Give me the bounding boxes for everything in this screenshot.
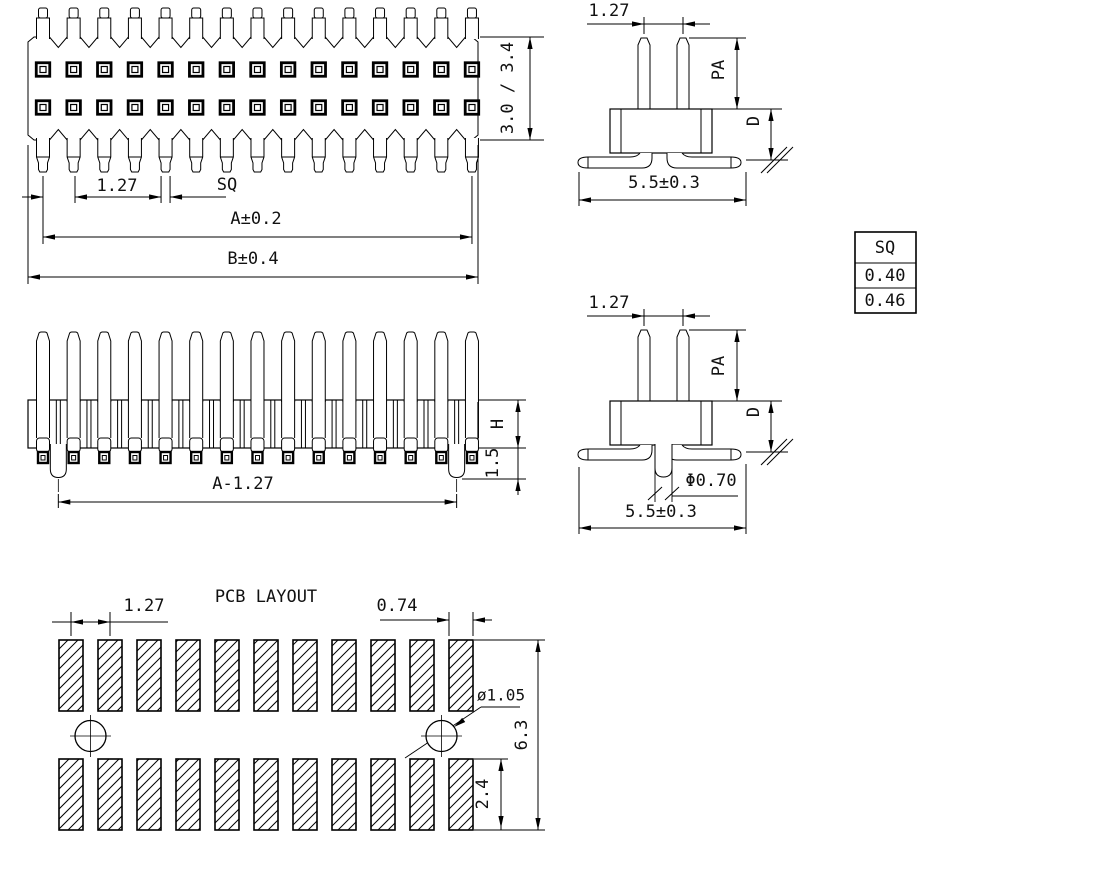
dim-peg-diameter: Φ0.70	[685, 471, 736, 491]
sq-table	[854, 231, 917, 314]
dim-h-label: H	[488, 419, 508, 429]
sq-table-value-2: 0.46	[865, 291, 906, 311]
dim-pcb-pad-width: 0.74	[377, 596, 418, 616]
dim-a-minus-pitch: A-1.27	[212, 474, 273, 494]
dim-span-upper: 5.5±0.3	[628, 173, 700, 193]
dim-pitch-side-upper: 1.27	[589, 1, 630, 21]
dim-d-upper: D	[744, 116, 764, 126]
dim-d-lower: D	[744, 407, 764, 417]
dim-sq-label: SQ	[217, 175, 237, 195]
dim-pcb-overall: 6.3	[512, 720, 532, 751]
dim-span-lower: 5.5±0.3	[625, 502, 697, 522]
dim-pitch-top-view: 1.27	[97, 176, 138, 196]
dim-pcb-hole-dia: ø1.05	[477, 686, 525, 705]
sq-table-value-1: 0.40	[865, 266, 906, 286]
pcb-layout-view	[52, 612, 545, 831]
pcb-layout-title: PCB LAYOUT	[215, 587, 317, 607]
dim-pa-lower: PA	[709, 356, 729, 376]
side-view-lower	[577, 309, 794, 534]
dim-pa-upper: PA	[709, 60, 729, 80]
dim-peg-height: 1.5	[483, 448, 503, 479]
dim-a-label: A±0.2	[230, 209, 281, 229]
dim-pitch-side-lower: 1.27	[589, 293, 630, 313]
top-view	[22, 7, 544, 284]
dim-body-height-label: 3.0 / 3.4	[498, 42, 518, 134]
dim-pcb-pitch: 1.27	[124, 596, 165, 616]
dim-b-label: B±0.4	[227, 249, 278, 269]
front-view	[27, 331, 526, 508]
dim-pcb-pad-height: 2.4	[473, 779, 493, 810]
sq-table-header: SQ	[875, 238, 895, 258]
side-view-upper	[577, 17, 794, 206]
